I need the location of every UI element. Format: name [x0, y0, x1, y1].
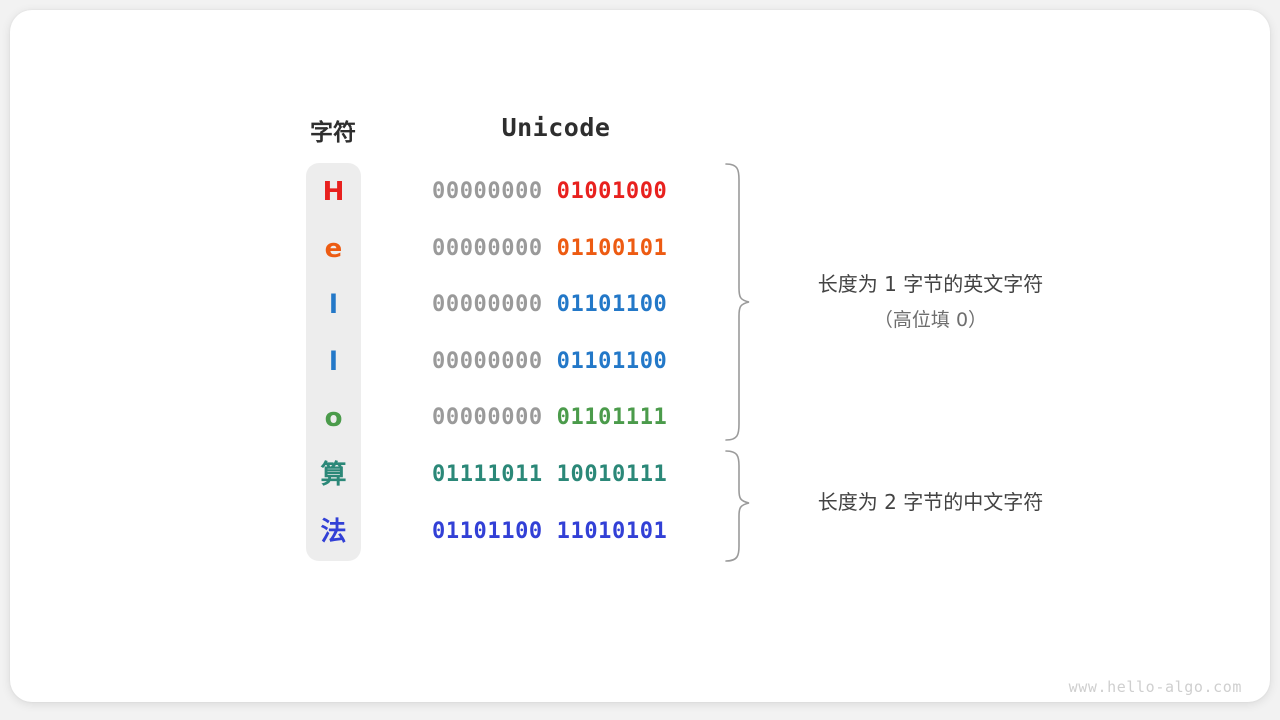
row-character: 算	[320, 460, 347, 490]
row-character: H	[322, 177, 345, 207]
row-unicode-high-byte: 00000000	[432, 405, 543, 431]
row-unicode-high-byte: 01111011	[432, 462, 543, 487]
column-header-unicode: Unicode	[501, 113, 611, 142]
row-unicode-low-byte: 11010101	[556, 518, 668, 544]
row-unicode-bits: 00000000 01101100	[361, 348, 726, 374]
row-unicode-bits: 00000000 01101111	[361, 407, 726, 429]
row-character: l	[329, 346, 338, 377]
row-unicode-low-byte: 01101111	[556, 405, 668, 431]
table-row: l 00000000 01101100	[306, 277, 726, 333]
site-watermark: www.hello-algo.com	[1068, 678, 1242, 696]
row-character: e	[324, 233, 343, 264]
content-card	[10, 10, 1270, 702]
annotation-double-byte: 长度为 2 字节的中文字符	[768, 487, 1093, 517]
row-unicode-low-byte: 01100101	[556, 235, 668, 261]
row-character: o	[324, 403, 343, 434]
annotation-single-byte-line2: （高位填 0）	[873, 309, 988, 331]
table-row: 法 01101100 11010101	[306, 504, 726, 560]
table-row: e 00000000 01100101	[306, 221, 726, 277]
table-row: H 00000000 01001000	[306, 164, 726, 220]
table-row: l 00000000 01101100	[306, 334, 726, 390]
row-unicode-low-byte: 01001000	[556, 179, 668, 204]
row-unicode-low-byte: 10010111	[556, 462, 668, 487]
row-unicode-high-byte: 00000000	[432, 348, 543, 374]
row-character: 法	[320, 516, 347, 547]
character-column-background	[306, 163, 361, 561]
row-unicode-bits: 01111011 10010111	[361, 464, 726, 486]
column-header-character: 字符	[310, 119, 356, 145]
table-row: 算 01111011 10010111	[306, 447, 726, 503]
row-unicode-high-byte: 01101100	[432, 518, 543, 544]
row-character: l	[329, 290, 338, 321]
row-unicode-bits: 00000000 01101100	[361, 294, 726, 316]
row-unicode-low-byte: 01101100	[556, 348, 668, 374]
row-unicode-high-byte: 00000000	[432, 179, 543, 204]
row-unicode-high-byte: 00000000	[432, 292, 543, 318]
annotation-single-byte-line1: 长度为 1 字节的英文字符	[817, 272, 1044, 296]
annotation-single-byte: 长度为 1 字节的英文字符 （高位填 0）	[768, 266, 1093, 338]
row-unicode-low-byte: 01101100	[556, 292, 668, 318]
annotation-double-byte-line1: 长度为 2 字节的中文字符	[817, 490, 1044, 514]
row-unicode-bits: 00000000 01001000	[361, 181, 726, 203]
row-unicode-bits: 00000000 01100101	[361, 235, 726, 261]
row-unicode-high-byte: 00000000	[432, 235, 543, 261]
row-unicode-bits: 01101100 11010101	[361, 518, 726, 544]
table-row: o 00000000 01101111	[306, 390, 726, 446]
